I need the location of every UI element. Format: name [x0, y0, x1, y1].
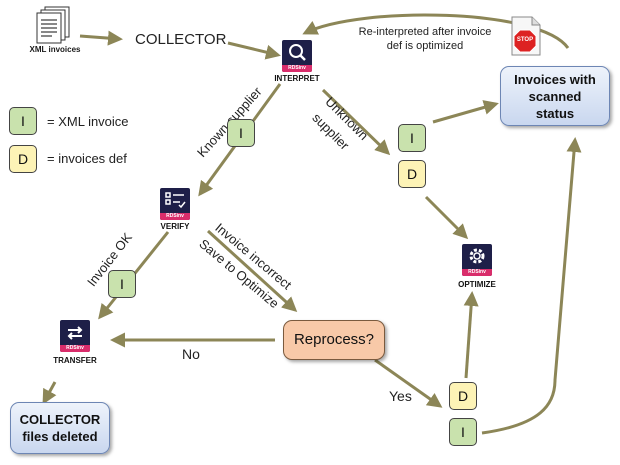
optimize-app-icon: RDSinv: [462, 244, 492, 276]
yes-i-tile: I: [449, 418, 477, 446]
yes-d-tile: D: [449, 382, 477, 410]
unknown-i-tile: I: [398, 124, 426, 152]
transfer-label: TRANSFER: [53, 356, 97, 365]
magnifier-icon: [289, 44, 306, 61]
gear-icon: [469, 248, 485, 264]
known-supplier-i-tile: I: [227, 119, 255, 147]
legend-d-tile: D: [9, 145, 37, 173]
app-badge: RDSinv: [160, 213, 190, 220]
arrow-reinterpret-loop: [302, 13, 570, 49]
interpret-app-icon: RDSinv: [282, 40, 312, 72]
legend-d-text: = invoices def: [47, 151, 127, 166]
files-deleted-label: COLLECTOR files deleted: [19, 412, 101, 444]
xml-invoices-label: XML invoices: [29, 45, 81, 54]
stop-document-icon: STOP: [510, 16, 542, 56]
arrow-collector-to-interpret: [227, 41, 281, 60]
checklist-icon: [165, 192, 186, 209]
reinterpreted-label: Re-interpreted after invoice def is opti…: [355, 25, 495, 53]
app-badge: RDSinv: [462, 269, 492, 276]
arrow-reprocess-yes: [374, 358, 443, 408]
arrow-interpret-to-unknown: [321, 88, 391, 156]
verify-label: VERIFY: [160, 222, 190, 231]
document-stack-icon: [36, 6, 70, 44]
xml-invoices-node: XML invoices: [22, 6, 88, 60]
unknown-d-tile: D: [398, 160, 426, 188]
scanned-status-box: Invoices with scanned status: [500, 66, 610, 126]
optimize-label: OPTIMIZE: [458, 280, 496, 289]
stop-text: STOP: [516, 37, 534, 43]
arrow-yes-to-scanned: [481, 137, 582, 435]
arrow-unknown-to-scanned: [432, 100, 499, 124]
app-badge: RDSinv: [282, 65, 312, 72]
collector-label: COLLECTOR: [135, 31, 227, 48]
transfer-arrows-icon: [67, 326, 83, 340]
reinterpreted-line-1: Re-interpreted after invoice: [358, 26, 492, 38]
arrow-verify-to-reprocess: [206, 229, 298, 313]
no-label: No: [182, 346, 200, 362]
interpret-label: INTERPRET: [274, 74, 320, 83]
verify-app-icon: RDSinv: [160, 188, 190, 220]
legend-i-tile: I: [9, 107, 37, 135]
invoice-ok-i-tile: I: [108, 270, 136, 298]
reprocess-decision: Reprocess?: [283, 320, 385, 360]
scanned-status-label: Invoices with scanned status: [514, 72, 596, 121]
arrow-yes-to-optimize: [463, 291, 479, 379]
arrow-unknown-to-optimize: [424, 195, 469, 240]
arrow-transfer-to-deleted: [42, 381, 57, 405]
reinterpreted-line-2: def is optimized: [386, 40, 464, 52]
yes-label: Yes: [389, 388, 412, 404]
transfer-app-icon: RDSinv: [60, 320, 90, 352]
arrow-xml-to-collector: [79, 30, 123, 46]
app-badge: RDSinv: [60, 345, 90, 352]
legend-i-text: = XML invoice: [47, 114, 129, 129]
files-deleted-box: COLLECTOR files deleted: [10, 402, 110, 454]
